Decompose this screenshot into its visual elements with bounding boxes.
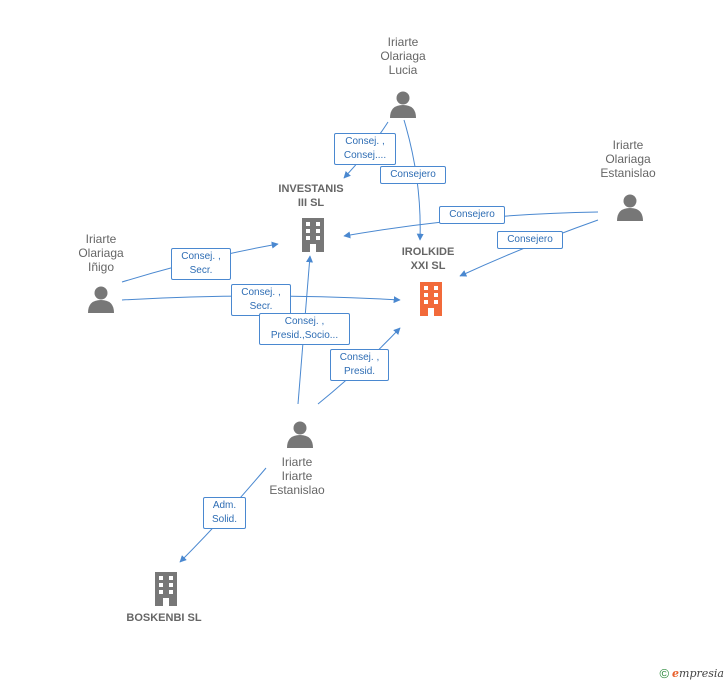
edge-label: Consej. , Consej.... bbox=[334, 133, 396, 165]
node-label-lucia[interactable]: Iriarte Olariaga Lucia bbox=[380, 35, 426, 77]
person-icon[interactable] bbox=[285, 419, 315, 449]
building-icon[interactable] bbox=[298, 216, 328, 252]
person-icon[interactable] bbox=[388, 89, 418, 119]
footer-brand: © empresia bbox=[659, 666, 724, 681]
edge-label: Consejero bbox=[497, 231, 563, 249]
node-label-boskenbi[interactable]: BOSKENBI SL bbox=[126, 612, 202, 624]
edge-label: Consejero bbox=[380, 166, 446, 184]
node-label-inigo[interactable]: Iriarte Olariaga Iñigo bbox=[78, 232, 124, 274]
building-icon[interactable] bbox=[151, 570, 181, 606]
person-icon[interactable] bbox=[86, 284, 116, 314]
building-icon[interactable] bbox=[416, 280, 446, 316]
edge-label: Adm. Solid. bbox=[203, 497, 246, 529]
edge-label: Consej. , Secr. bbox=[171, 248, 231, 280]
node-label-irolkide[interactable]: IROLKIDE XXI SL bbox=[401, 246, 455, 272]
edge-label: Consej. , Presid.,Socio... bbox=[259, 313, 350, 345]
person-icon[interactable] bbox=[615, 192, 645, 222]
node-label-estanislao-iriarte[interactable]: Iriarte Iriarte Estanislao bbox=[269, 455, 325, 497]
edge-label: Consej. , Secr. bbox=[231, 284, 291, 316]
edge-label: Consej. , Presid. bbox=[330, 349, 389, 381]
edge-label: Consejero bbox=[439, 206, 505, 224]
brand-logo[interactable]: empresia bbox=[672, 667, 724, 680]
node-label-estanislao-olariaga[interactable]: Iriarte Olariaga Estanislao bbox=[600, 138, 656, 180]
node-label-investanis[interactable]: INVESTANIS III SL bbox=[278, 183, 344, 209]
copyright-icon: © bbox=[659, 666, 670, 681]
